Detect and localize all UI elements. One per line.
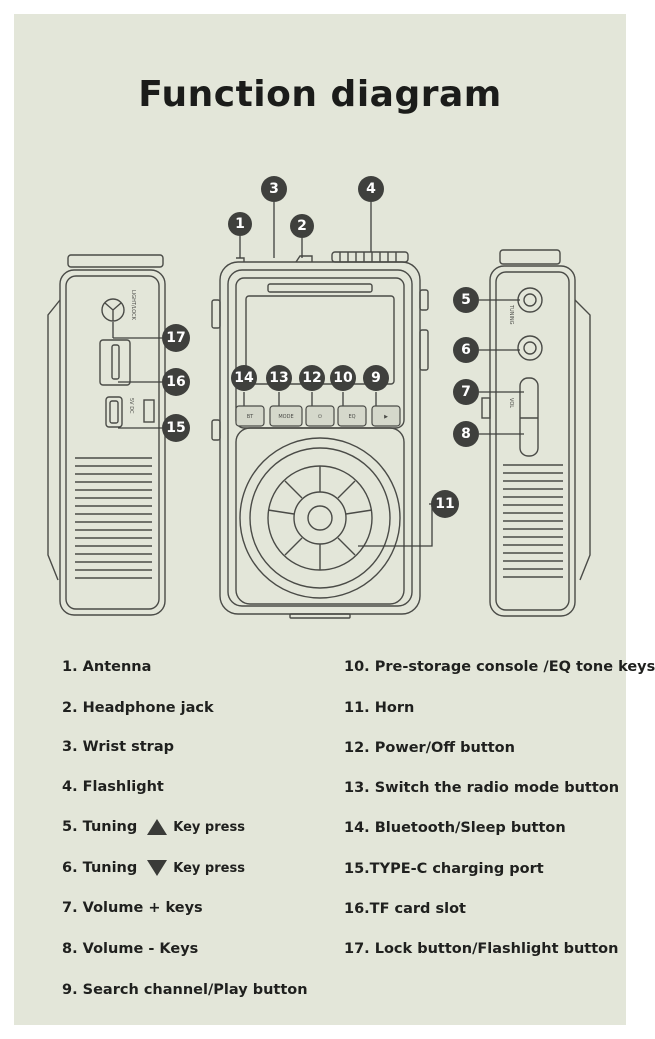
svg-text:11: 11 bbox=[435, 496, 454, 512]
badge-3: 3 bbox=[261, 176, 287, 202]
svg-text:13: 13 bbox=[269, 370, 288, 386]
badge-10: 10 bbox=[330, 365, 356, 391]
badge-5: 5 bbox=[453, 287, 479, 313]
page-title: Function diagram bbox=[138, 74, 502, 115]
svg-text:12: 12 bbox=[302, 370, 321, 386]
svg-text:16: 16 bbox=[166, 374, 185, 390]
legend-item-14: 14. Bluetooth/Sleep button bbox=[344, 820, 566, 836]
leader-lines bbox=[112, 202, 524, 547]
side-label-light-lock: LIGHT/LOCK bbox=[130, 290, 136, 321]
badge-7: 7 bbox=[453, 379, 479, 405]
svg-text:9: 9 bbox=[371, 370, 381, 386]
side-label-port: 5V DC bbox=[128, 398, 134, 414]
legend-item-10: 10. Pre-storage console /EQ tone keys bbox=[344, 659, 655, 675]
badge-8: 8 bbox=[453, 421, 479, 447]
svg-text:15: 15 bbox=[166, 420, 185, 436]
badge-14: 14 bbox=[231, 365, 257, 391]
key-play-label: ▶ bbox=[384, 414, 388, 420]
svg-text:17: 17 bbox=[166, 330, 185, 346]
svg-text:14: 14 bbox=[234, 370, 254, 386]
svg-text:4: 4 bbox=[366, 181, 376, 197]
svg-text:5: 5 bbox=[461, 292, 471, 308]
key-power-label: ⏻ bbox=[318, 414, 322, 420]
down-triangle-icon bbox=[147, 860, 168, 876]
key-bt bbox=[235, 405, 265, 427]
left-side-view bbox=[47, 254, 166, 616]
key-mode bbox=[269, 405, 303, 427]
legend-item-15: 15.TYPE-C charging port bbox=[344, 861, 544, 877]
badges: 1 2 3 4 5 6 7 8 9 10 11 12 13 14 15 16 1… bbox=[162, 176, 479, 518]
legend-item-4: 4. Flashlight bbox=[62, 779, 164, 795]
svg-text:8: 8 bbox=[461, 426, 471, 442]
front-view bbox=[211, 251, 429, 619]
badge-11: 11 bbox=[431, 490, 459, 518]
svg-text:7: 7 bbox=[461, 384, 471, 400]
svg-text:3: 3 bbox=[269, 181, 279, 197]
key-eq bbox=[337, 405, 367, 427]
key-eq-label: EQ bbox=[348, 414, 355, 420]
svg-text:6: 6 bbox=[461, 342, 471, 358]
device-diagram: BT MODE ⏻ EQ ▶ LIGHT/LOCK 5V DC TUNING V… bbox=[47, 176, 591, 619]
legend-item-3: 3. Wrist strap bbox=[62, 739, 174, 755]
legend-item-8: 8. Volume - Keys bbox=[62, 941, 199, 957]
key-power bbox=[305, 405, 335, 427]
front-keys: BT MODE ⏻ EQ ▶ bbox=[235, 405, 401, 427]
key-bt-label: BT bbox=[247, 414, 254, 420]
legend-item-16: 16.TF card slot bbox=[344, 901, 466, 917]
up-triangle-icon bbox=[147, 819, 168, 835]
badge-13: 13 bbox=[266, 365, 292, 391]
badge-1: 1 bbox=[228, 212, 252, 236]
badge-2: 2 bbox=[290, 214, 314, 238]
badge-17: 17 bbox=[162, 324, 190, 352]
legend-item-13: 13. Switch the radio mode button bbox=[344, 780, 620, 796]
svg-text:1: 1 bbox=[235, 216, 245, 232]
badge-9: 9 bbox=[363, 365, 389, 391]
legend-item-7: 7. Volume + keys bbox=[62, 900, 203, 916]
badge-15: 15 bbox=[162, 414, 190, 442]
badge-12: 12 bbox=[299, 365, 325, 391]
legend-item-11: 11. Horn bbox=[344, 700, 415, 716]
badge-6: 6 bbox=[453, 337, 479, 363]
side-label-vol: VOL bbox=[508, 398, 514, 408]
badge-16: 16 bbox=[162, 368, 190, 396]
svg-text:2: 2 bbox=[297, 218, 307, 234]
diagram-panel bbox=[14, 14, 626, 1025]
svg-text:10: 10 bbox=[333, 370, 353, 386]
right-side-view bbox=[481, 249, 591, 617]
legend-item-9: 9. Search channel/Play button bbox=[62, 982, 308, 998]
badge-4: 4 bbox=[358, 176, 384, 202]
key-mode-label: MODE bbox=[278, 414, 293, 420]
legend-item-17: 17. Lock button/Flashlight button bbox=[344, 941, 619, 957]
legend-item-1: 1. Antenna bbox=[62, 659, 152, 675]
side-label-tuning: TUNING bbox=[508, 304, 514, 325]
key-play bbox=[371, 405, 401, 427]
legend-item-2: 2. Headphone jack bbox=[62, 700, 214, 716]
legend-item-12: 12. Power/Off button bbox=[344, 740, 515, 756]
